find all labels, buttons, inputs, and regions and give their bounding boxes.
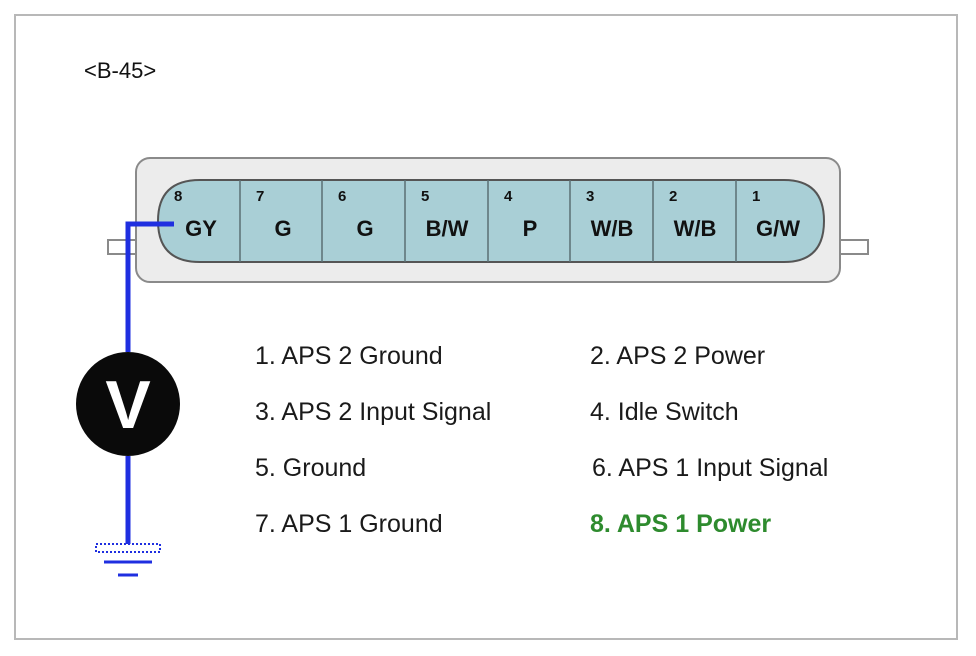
legend-item-3: 3. APS 2 Input Signal — [255, 398, 492, 426]
pin-number-8: 8 — [174, 188, 183, 205]
pin-color-4: P — [522, 216, 538, 241]
pin-color-7: G — [274, 216, 292, 241]
connector-id-label: <B-45> — [84, 58, 157, 83]
legend-item-7: 7. APS 1 Ground — [255, 510, 443, 538]
pin-color-1: G/W — [756, 216, 800, 241]
connector-pin-body — [156, 179, 826, 263]
pin-color-6: G — [356, 216, 374, 241]
legend-item-5: 5. Ground — [255, 454, 367, 482]
legend-item-2: 2. APS 2 Power — [590, 342, 766, 370]
legend-item-4: 4. Idle Switch — [590, 398, 739, 426]
pin-number-3: 3 — [586, 188, 595, 205]
voltmeter-symbol: V — [105, 367, 150, 443]
pin-color-3: W/B — [590, 216, 634, 241]
pin-number-6: 6 — [338, 188, 347, 205]
legend-item-8-highlighted: 8. APS 1 Power — [590, 510, 772, 538]
pin-number-4: 4 — [504, 188, 513, 205]
pin-number-2: 2 — [669, 188, 678, 205]
pin-color-8: GY — [185, 216, 217, 241]
pin-number-5: 5 — [421, 188, 430, 205]
pin-color-5: B/W — [425, 216, 469, 241]
pin-color-2: W/B — [673, 216, 717, 241]
legend-item-6: 6. APS 1 Input Signal — [592, 454, 829, 482]
legend-item-1: 1. APS 2 Ground — [255, 342, 443, 370]
ground-icon — [95, 543, 161, 577]
pin-number-7: 7 — [256, 188, 265, 205]
pin-number-1: 1 — [752, 188, 761, 205]
voltmeter-icon — [76, 352, 180, 456]
probe-wire — [125, 221, 174, 352]
diagram-frame — [14, 14, 958, 640]
